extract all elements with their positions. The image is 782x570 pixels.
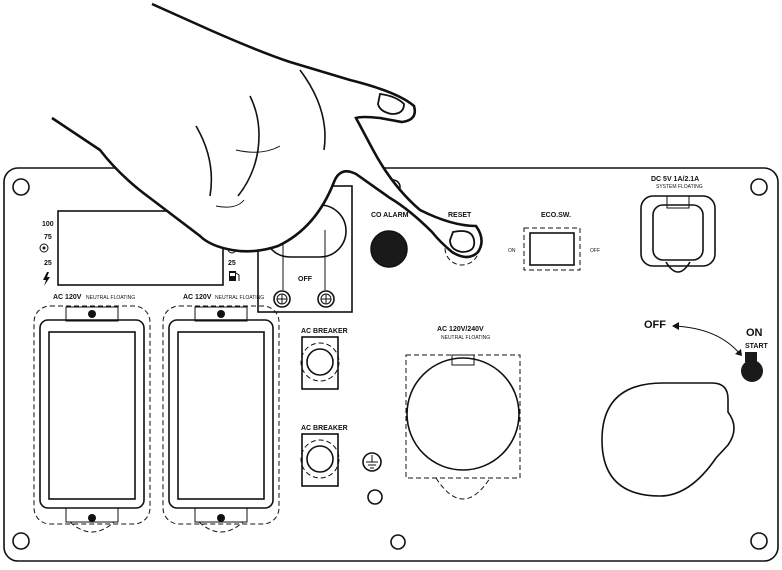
mount-hole-top-right — [750, 178, 768, 196]
outlet-twist-lock-label: AC 120V/240V — [437, 326, 484, 333]
co-alarm-indicator — [370, 230, 408, 268]
dc-port-housing — [640, 195, 716, 267]
breaker-1-button[interactable] — [306, 348, 334, 376]
meter-right-level-25: 25 — [228, 260, 236, 267]
outlet-mid-frame — [162, 305, 280, 525]
dc-port-tab — [665, 261, 691, 273]
mount-hole-top-left — [12, 178, 30, 196]
outlet-mid-body — [168, 319, 274, 509]
ignition-arrow — [673, 325, 741, 355]
ignition-on-label: ON — [746, 327, 763, 339]
dc-port-cover[interactable] — [652, 204, 704, 261]
hand-pointer-icon — [51, 2, 483, 259]
eco-switch[interactable] — [529, 232, 575, 266]
oil-drop-icon — [39, 243, 49, 253]
ignition-off-label: OFF — [644, 319, 666, 331]
parallel-screw-right[interactable] — [317, 290, 335, 308]
outlet-left-screw-bottom — [88, 514, 96, 522]
outlet-twist-lock-cover[interactable] — [406, 357, 520, 471]
outlet-mid-screw-top — [217, 310, 225, 318]
mount-hole-bottom-left — [12, 532, 30, 550]
mount-hole-bottom-right — [750, 532, 768, 550]
ignition-start-label: START — [745, 343, 769, 350]
mount-hole-bottom-small — [367, 489, 383, 505]
outlet-left-screw-top — [88, 310, 96, 318]
dc-port-sublabel: SYSTEM FLOATING — [656, 184, 703, 190]
dc-port-label: DC 5V 1A/2.1A — [651, 176, 699, 183]
meter-level-75: 75 — [44, 234, 52, 241]
outlet-mid-screw-bottom — [217, 514, 225, 522]
outlet-left-body — [39, 319, 145, 509]
meter-level-25: 25 — [44, 260, 52, 267]
outlet-twist-lock-sublabel: NEUTRAL FLOATING — [441, 335, 490, 341]
co-alarm-label: CO ALARM — [371, 212, 409, 219]
eco-switch-on-label: ON — [508, 248, 516, 254]
parallel-off-label: OFF — [298, 276, 313, 283]
ignition-key[interactable] — [741, 352, 763, 382]
mount-hole-bottom-mid — [390, 534, 406, 550]
outlet-twist-lock-frame — [405, 354, 521, 479]
outlet-left-frame — [33, 305, 151, 525]
fuel-pump-icon — [229, 271, 240, 281]
breaker-2-label: AC BREAKER — [301, 425, 348, 432]
eco-switch-off-label: OFF — [590, 248, 600, 254]
breaker-2-frame — [301, 433, 339, 487]
meter-level-100: 100 — [42, 221, 54, 228]
outlet-mid-sublabel: NEUTRAL FLOATING — [215, 295, 264, 301]
ground-icon — [362, 452, 382, 472]
parallel-screw-left[interactable] — [273, 290, 291, 308]
eco-switch-label: ECO.SW. — [541, 212, 571, 219]
outlet-left-sublabel: NEUTRAL FLOATING — [86, 295, 135, 301]
eco-switch-frame — [523, 227, 581, 271]
outlet-mid-cover[interactable] — [177, 331, 265, 500]
outlet-left-cover[interactable] — [48, 331, 136, 500]
breaker-1-label: AC BREAKER — [301, 328, 348, 335]
breaker-2-button[interactable] — [306, 445, 334, 473]
outlet-left-label: AC 120V — [53, 294, 82, 301]
breaker-1-frame — [301, 336, 339, 390]
reset-label: RESET — [448, 212, 472, 219]
ignition-knob-outline — [601, 382, 735, 497]
outlet-mid-label: AC 120V — [183, 294, 212, 301]
panel-outline — [3, 167, 779, 562]
lightning-icon — [43, 272, 50, 286]
